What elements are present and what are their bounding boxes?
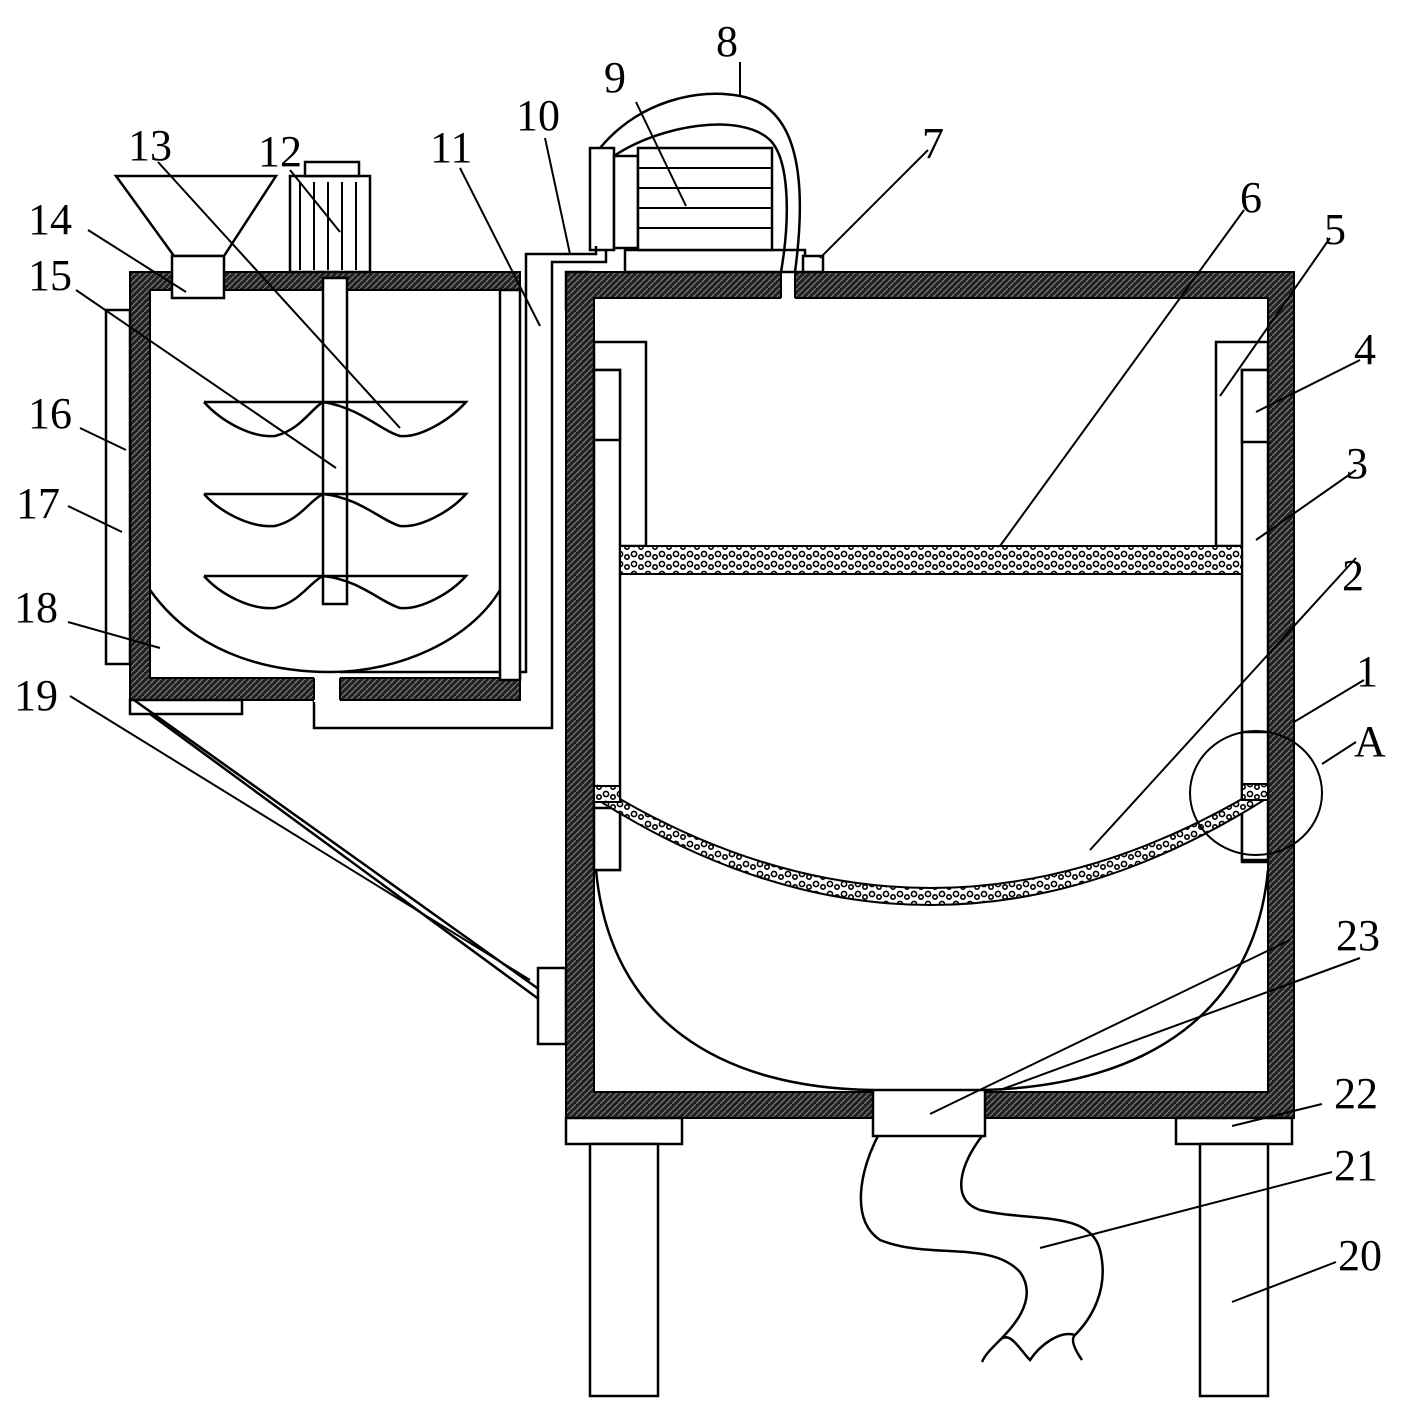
label-3: 3 [1346, 439, 1368, 488]
detail-circle-a [1189, 730, 1323, 856]
upper-filter-plate [619, 545, 1243, 575]
curved-filter [597, 784, 1265, 906]
label-2: 2 [1342, 551, 1364, 600]
transfer-pipe [128, 698, 568, 1046]
label-19: 19 [14, 671, 58, 720]
pump-hose [599, 92, 802, 273]
main-bowl [594, 869, 874, 1092]
label-1: 1 [1356, 647, 1378, 696]
label-4: 4 [1354, 325, 1376, 374]
label-11: 11 [430, 123, 472, 172]
label-14: 14 [28, 195, 72, 244]
legs [564, 1116, 1294, 1398]
label-9: 9 [604, 53, 626, 102]
label-a: A [1354, 717, 1386, 766]
part-labels: 1 2 3 4 5 6 7 8 9 10 11 12 13 14 15 16 1… [14, 17, 1386, 1280]
stirrer [203, 276, 469, 610]
label-13: 13 [128, 121, 172, 170]
mixer-motor [288, 160, 372, 274]
connecting-pipe [312, 246, 608, 730]
label-8: 8 [716, 17, 738, 66]
label-7: 7 [922, 119, 944, 168]
pump [588, 146, 825, 274]
label-10: 10 [516, 91, 560, 140]
heating-jacket [104, 308, 132, 666]
leader-lines [67, 62, 1365, 1303]
right-rail [1214, 340, 1270, 864]
drain-hose [859, 1135, 1028, 1363]
left-rail [592, 340, 648, 872]
label-15: 15 [28, 251, 72, 300]
label-16: 16 [28, 389, 72, 438]
label-5: 5 [1324, 205, 1346, 254]
label-18: 18 [14, 583, 58, 632]
main-tank [565, 270, 1295, 1138]
label-22: 22 [1334, 1069, 1378, 1118]
label-17: 17 [16, 479, 60, 528]
label-21: 21 [1334, 1141, 1378, 1190]
label-23: 23 [1336, 911, 1380, 960]
label-20: 20 [1338, 1231, 1382, 1280]
feed-hopper [113, 174, 279, 300]
label-12: 12 [258, 127, 302, 176]
mixer-tank [129, 271, 522, 702]
label-6: 6 [1240, 173, 1262, 222]
